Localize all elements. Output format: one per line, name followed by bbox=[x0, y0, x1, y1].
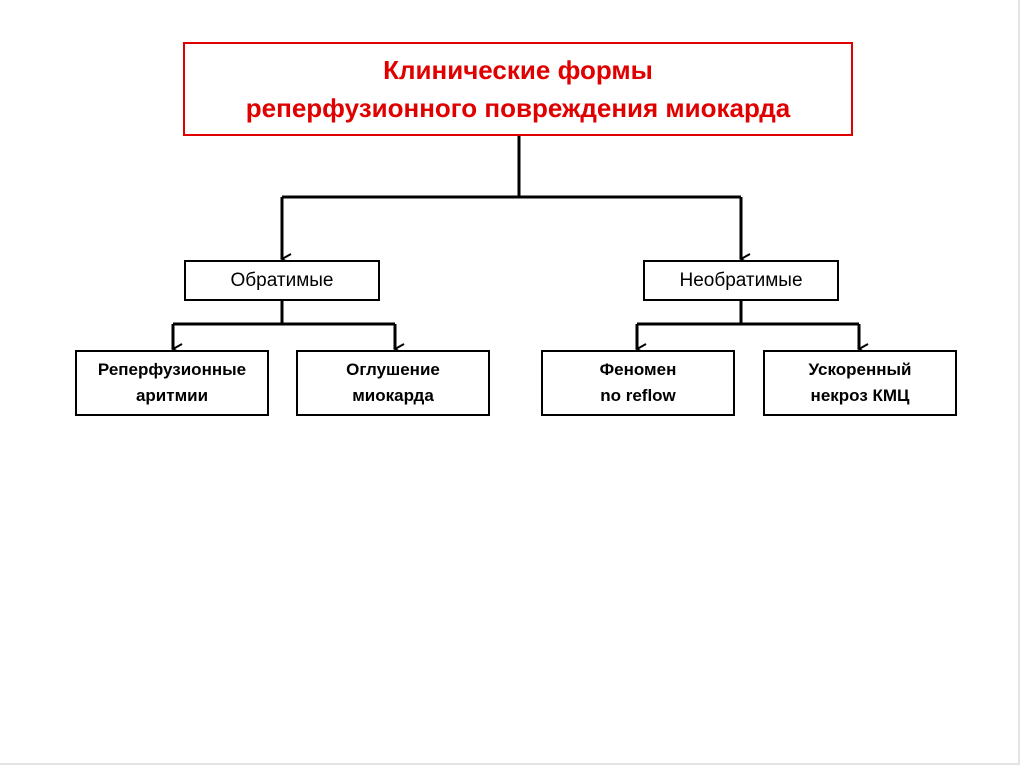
box-line: Ускоренный bbox=[808, 360, 912, 379]
box-line: Реперфузионные bbox=[97, 360, 247, 379]
title-line-1: Клинические формы bbox=[383, 55, 653, 85]
myocardial-stunning-box: Оглушение миокарда bbox=[296, 350, 490, 416]
no-reflow-box: Феномен no reflow bbox=[541, 350, 735, 416]
box-line: миокарда bbox=[352, 386, 434, 405]
accelerated-necrosis-box: Ускоренный некроз КМЦ bbox=[763, 350, 957, 416]
reperfusion-arrhythmia-box: Реперфузионные аритмии bbox=[75, 350, 269, 416]
irreversible-label: Необратимые bbox=[679, 269, 803, 291]
box-line: no reflow bbox=[600, 386, 676, 405]
box-line: Феномен bbox=[599, 360, 677, 379]
irreversible-box: Необратимые bbox=[643, 260, 839, 301]
title-box: Клинические формы реперфузионного повреж… bbox=[183, 42, 853, 136]
connector-irreversible bbox=[637, 301, 859, 326]
box-line: Оглушение bbox=[346, 360, 440, 379]
box-line: некроз КМЦ bbox=[810, 386, 910, 405]
reversible-label: Обратимые bbox=[230, 269, 334, 291]
box-line: аритмии bbox=[135, 386, 209, 405]
connector-reversible bbox=[173, 301, 395, 326]
reversible-box: Обратимые bbox=[184, 260, 380, 301]
title-line-2: реперфузионного повреждения миокарда bbox=[245, 93, 791, 123]
connector-root bbox=[282, 136, 741, 199]
